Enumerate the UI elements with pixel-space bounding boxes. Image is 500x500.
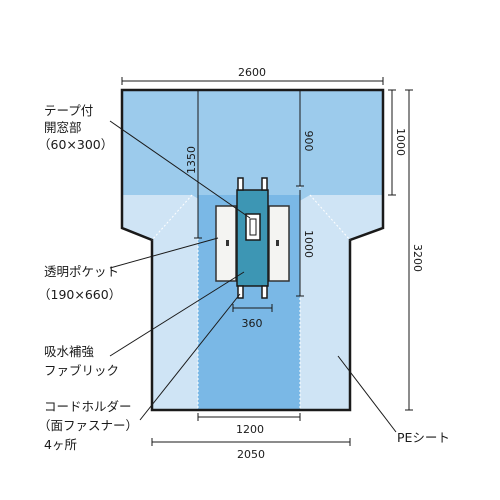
dim-total-height: 3200 [411, 244, 424, 272]
leader-cord-holder [139, 293, 241, 421]
label-tape-window: テープ付 開窓部 （60×300） [38, 103, 113, 152]
callout-labels: テープ付 開窓部 （60×300） 透明ポケット （190×660） 吸水補強 … [38, 103, 450, 452]
cord-holders [237, 177, 268, 299]
cord-holder-1 [237, 177, 244, 191]
label-clear-pocket: 透明ポケット （190×660） [38, 264, 123, 302]
label-cord-holder: コードホルダー （面ファスナー） 4ヶ所 [38, 399, 142, 452]
cord-holder-4 [261, 285, 268, 299]
dim-mid-width: 1200 [236, 423, 264, 436]
dim-top-height: 1000 [394, 128, 407, 156]
label-pe-sheet: PEシート [397, 430, 450, 445]
dim-upper-length: 1350 [185, 146, 198, 174]
leader-pe-sheet [337, 355, 397, 433]
dim-bottom-width: 2050 [237, 448, 265, 461]
dim-pocket-length: 1000 [302, 230, 315, 258]
leader-tape-window [109, 120, 251, 219]
drape-outline [120, 88, 385, 412]
leader-lines [109, 120, 397, 433]
absorbent-fabric [236, 189, 269, 287]
leader-clear-pocket [109, 237, 219, 269]
clear-pockets [215, 205, 290, 282]
cord-holder-3 [237, 285, 244, 299]
dim-top-width: 2600 [238, 66, 266, 79]
upper-shaded-band [122, 90, 383, 228]
dim-window-offset: 900 [302, 131, 315, 152]
label-absorbent-fabric: 吸水補強 ファブリック [44, 344, 119, 378]
dim-fabric-width: 360 [242, 317, 263, 330]
dimension-labels: 2600 1000 3200 1350 900 1000 360 1200 20… [185, 66, 424, 461]
cord-holder-2 [261, 177, 268, 191]
leader-absorbent-fabric [109, 271, 245, 357]
dimension-lines [121, 77, 413, 446]
